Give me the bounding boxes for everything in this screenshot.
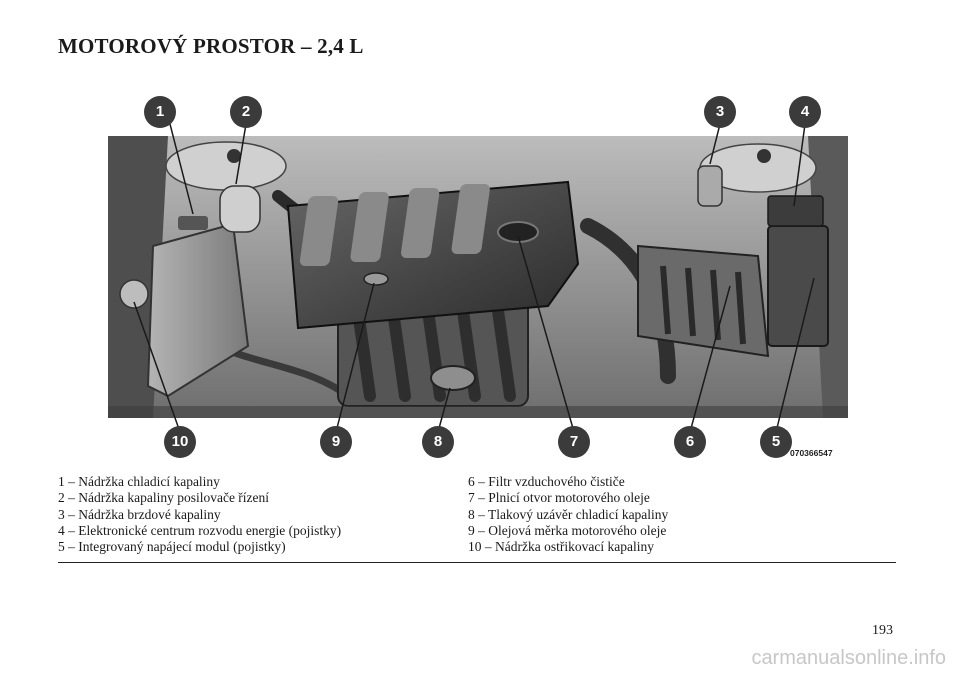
legend-item: 2 – Nádržka kapaliny posilovače řízení — [58, 490, 270, 506]
callout-5: 5 — [760, 426, 792, 458]
callout-3: 3 — [704, 96, 736, 128]
callout-leaders — [133, 123, 815, 433]
legend-item: 5 – Integrovaný napájecí modul (pojistky… — [58, 539, 286, 555]
leader-6 — [689, 285, 731, 433]
engine-bay-figure: 1 2 3 4 10 9 8 7 6 5 070366547 — [108, 96, 848, 460]
callout-10: 10 — [164, 426, 196, 458]
legend-column-left: 1 – Nádržka chladicí kapaliny 2 – Nádržk… — [58, 474, 341, 555]
leader-3 — [709, 123, 721, 165]
strut-tower-left — [165, 141, 287, 191]
leader-8 — [437, 387, 451, 433]
legend-item: 8 – Tlakový uzávěr chladicí kapaliny — [468, 506, 669, 522]
legend-item: 1 – Nádržka chladicí kapaliny — [58, 474, 220, 489]
page-title: MOTOROVÝ PROSTOR – 2,4 L — [58, 34, 364, 58]
air-filter-housing — [637, 244, 770, 358]
leader-2 — [235, 123, 247, 185]
leader-4 — [793, 123, 806, 207]
legend-item: 4 – Elektronické centrum rozvodu energie… — [58, 522, 342, 538]
coolant-reservoir — [146, 222, 250, 398]
brake-fluid-reservoir — [697, 165, 723, 207]
callout-2: 2 — [230, 96, 262, 128]
power-distribution-center — [767, 195, 824, 227]
washer-fluid-cap — [119, 279, 149, 309]
legend-divider — [58, 562, 896, 563]
legend-item: 6 – Filtr vzduchového čističe — [468, 474, 625, 489]
leader-9 — [335, 282, 375, 433]
callout-6: 6 — [674, 426, 706, 458]
integrated-power-module — [767, 225, 829, 347]
callout-9: 9 — [320, 426, 352, 458]
callout-7: 7 — [558, 426, 590, 458]
legend-item: 3 – Nádržka brzdové kapaliny — [58, 506, 221, 522]
power-steering-reservoir — [219, 185, 261, 233]
leader-7 — [517, 235, 575, 433]
oil-filler-cap — [497, 221, 539, 243]
callout-1: 1 — [144, 96, 176, 128]
watermark: carmanualsonline.info — [751, 647, 946, 669]
page-number: 193 — [872, 623, 893, 638]
dipstick-handle — [363, 272, 389, 286]
callout-4: 4 — [789, 96, 821, 128]
image-code: 070366547 — [790, 448, 833, 458]
legend-column-right: 6 – Filtr vzduchového čističe 7 – Plnicí… — [468, 474, 668, 555]
legend-item: 9 – Olejová měrka motorového oleje — [468, 522, 667, 538]
legend-item: 7 – Plnicí otvor motorového oleje — [468, 490, 650, 506]
leader-5 — [775, 277, 815, 433]
callout-8: 8 — [422, 426, 454, 458]
legend-item: 10 – Nádržka ostřikovací kapaliny — [468, 539, 654, 555]
leader-1 — [169, 123, 194, 215]
coolant-pressure-cap — [430, 365, 476, 391]
engine-bay-illustration — [108, 123, 848, 433]
leader-10 — [133, 301, 181, 433]
